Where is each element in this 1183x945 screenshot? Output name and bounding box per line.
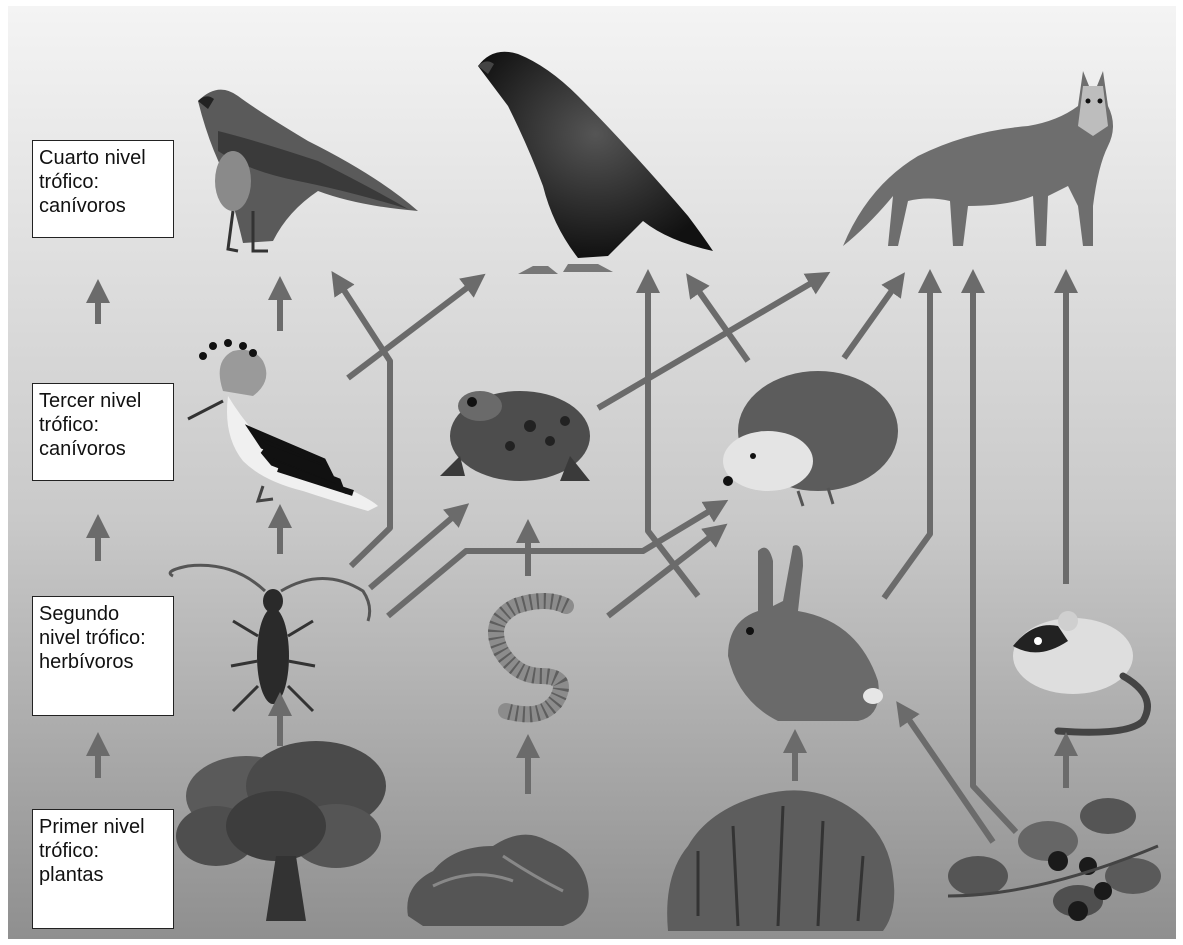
golden-eagle-illustration [478, 52, 713, 274]
dormouse-illustration [1013, 611, 1148, 732]
food-arrow [973, 281, 1016, 832]
level-label-line: Tercer nivel [39, 389, 167, 413]
level-label-line: plantas [39, 863, 167, 887]
food-web-arrows [280, 278, 1066, 842]
food-web-illustration [8, 6, 1176, 939]
third-trophic-level-label: Tercer nivel trófico: canívoros [32, 383, 174, 481]
food-arrow [338, 281, 390, 566]
food-arrow [844, 282, 898, 358]
food-arrow [608, 531, 718, 616]
rabbit-illustration [728, 545, 883, 721]
level-label-line: trófico: [39, 413, 167, 437]
level-label-line: trófico: [39, 839, 167, 863]
level-label-line: nivel trófico: [39, 626, 167, 650]
level-label-line: canívoros [39, 194, 167, 218]
earthworm-illustration [496, 601, 566, 714]
toad-illustration [440, 391, 590, 481]
second-trophic-level-label: Segundo nivel trófico: herbívoros [32, 596, 174, 716]
first-trophic-level-label: Primer nivel trófico: plantas [32, 809, 174, 929]
shrub-illustration [667, 790, 894, 931]
hoopoe-illustration [188, 339, 378, 511]
level-label-line: Segundo [39, 602, 167, 626]
fourth-trophic-level-label: Cuarto nivel trófico: canívoros [32, 140, 174, 238]
food-arrow [370, 511, 460, 588]
longhorn-beetle-illustration [170, 565, 370, 711]
holm-oak-tree-illustration [176, 741, 386, 921]
hedgehog-illustration [723, 371, 898, 506]
red-kite-illustration [198, 90, 418, 251]
food-web-diagram: Cuarto nivel trófico: canívoros Tercer n… [8, 6, 1176, 939]
red-fox-illustration [843, 71, 1113, 246]
level-label-line: Cuarto nivel [39, 146, 167, 170]
level-label-line: trófico: [39, 170, 167, 194]
level-label-line: Primer nivel [39, 815, 167, 839]
bramble-blackberry-illustration [948, 798, 1161, 921]
food-arrow [903, 711, 993, 842]
level-label-line: herbívoros [39, 650, 167, 674]
leaf-litter-illustration [407, 835, 588, 926]
level-label-line: canívoros [39, 437, 167, 461]
